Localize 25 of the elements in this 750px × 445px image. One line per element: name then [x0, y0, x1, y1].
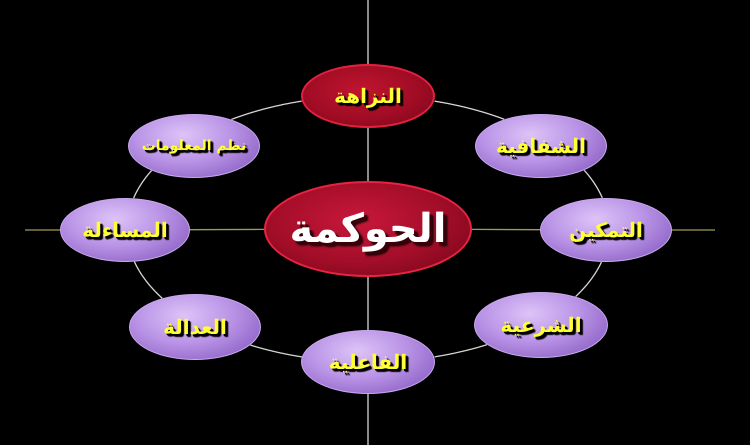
node-label: النزاهة — [334, 84, 402, 108]
node-label: الشرعية — [500, 313, 582, 337]
connector-line — [434, 100, 504, 120]
node-label: الحوكمة — [290, 205, 446, 253]
connector-line — [575, 262, 602, 297]
node-label: العدالة — [163, 315, 227, 339]
connector-line — [367, 277, 369, 330]
connector-line — [434, 344, 488, 358]
connector-line — [472, 228, 540, 230]
connector-line — [133, 170, 152, 199]
connector-line — [672, 229, 715, 231]
node-label: المساءلة — [82, 218, 168, 242]
connector-line — [25, 229, 60, 231]
connector-line — [190, 228, 264, 230]
connector-line — [367, 0, 369, 64]
connector-line — [367, 394, 369, 445]
connector-line — [134, 261, 163, 299]
connector-line — [231, 100, 302, 120]
node-label: الفاعلية — [328, 350, 408, 374]
connector-line — [367, 128, 369, 181]
connector-line — [250, 344, 302, 358]
connector-line — [584, 170, 603, 198]
node-label: الشفافية — [496, 134, 586, 158]
node-label: نظم المعلومات — [142, 138, 246, 154]
node-label: التمكين — [569, 218, 643, 242]
